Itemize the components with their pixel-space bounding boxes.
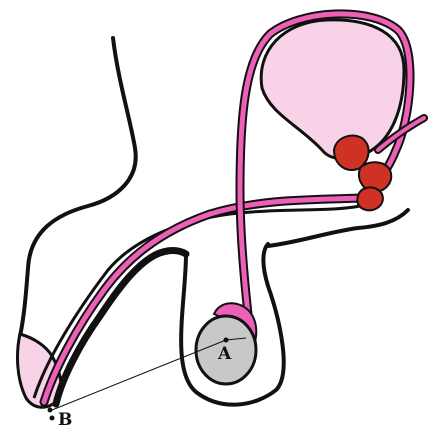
- point-a-dot: [224, 338, 229, 343]
- label-a: A: [218, 346, 231, 363]
- body-outline-front: [268, 210, 408, 246]
- bladder: [261, 20, 404, 159]
- shaft-sheath: [34, 206, 360, 398]
- point-b-dot-lower: [50, 416, 55, 421]
- prostate-lower: [357, 187, 383, 210]
- point-b-dot-upper: [48, 408, 53, 413]
- label-b: B: [58, 412, 72, 429]
